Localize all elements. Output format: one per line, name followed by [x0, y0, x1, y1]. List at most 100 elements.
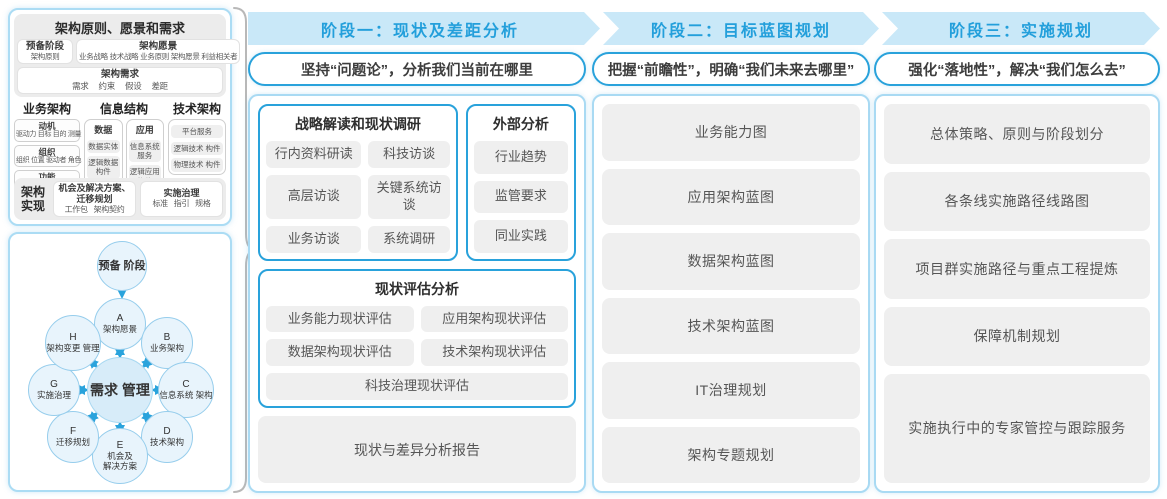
external-item: 同业实践: [473, 220, 568, 253]
deliverable-item: IT治理规划: [602, 362, 860, 419]
node-label: 架构愿景: [102, 323, 137, 334]
subtitle-text: 把握“前瞻性”，明确“我们未来去哪里”: [607, 62, 855, 79]
node-letter: C: [182, 379, 190, 391]
motivation-box: 动机 驱动力 目标 目的 测量: [14, 118, 82, 142]
business-architecture-column: 业务架构 动机 驱动力 目标 目的 测量 组织 组织 位置 驱动者 角色 功能 …: [14, 100, 82, 194]
box-title: 架构愿景: [139, 41, 178, 52]
phase-1-container: 战略解读和现状调研 行内资料研读 科技访谈 高层访谈 关键系统访谈 业务访谈 系…: [248, 94, 586, 493]
node-letter: B: [163, 332, 171, 344]
data-item: 逻辑数据 构件: [87, 155, 120, 179]
phase-1-header-band: 阶段一：现状及差距分析: [248, 12, 600, 45]
assessment-item: 科技治理现状评估: [266, 373, 568, 401]
architecture-content-panel: 架构原则、愿景和需求 预备阶段 架构原则 架构愿景 业务战略 技术战略 业务原则…: [8, 8, 241, 226]
technology-item: 平台服务: [171, 124, 223, 139]
survey-item: 行内资料研读: [266, 141, 362, 168]
node-label: 业务架构: [149, 342, 184, 353]
external-analysis-group: 外部分析 行业趋势 监管要求 同业实践: [465, 104, 576, 261]
node-label: 技术架构: [149, 436, 184, 447]
survey-item: 高层访谈: [266, 174, 362, 219]
group-title: 战略解读和现状调研: [294, 116, 421, 132]
survey-item: 业务访谈: [266, 225, 362, 253]
survey-item: 科技访谈: [368, 141, 450, 168]
survey-item: 系统调研: [368, 225, 450, 253]
cycle-node-a-vision: A 架构愿景: [94, 298, 146, 350]
box-title: 功能: [16, 172, 78, 182]
deliverable-item: 各条线实施路径线路图: [884, 171, 1150, 231]
external-item: 行业趋势: [473, 141, 568, 174]
phase-3-subtitle: 强化“落地性”，解决“我们怎么去”: [874, 52, 1160, 86]
group-title: 外部分析: [492, 116, 549, 132]
architecture-vision-box: 架构愿景 业务战略 技术战略 业务原则 架构愿景 利益相关者: [76, 39, 241, 65]
phase-2-header-band: 阶段二：目标蓝图规划: [603, 12, 879, 45]
subtitle-text: 强化“落地性”，解决“我们怎么去”: [908, 62, 1126, 79]
assessment-group: 现状评估分析 业务能力现状评估 应用架构现状评估 数据架构现状评估 技术架构现状…: [258, 268, 576, 409]
node-label: 架构变更 管理: [46, 342, 100, 353]
box-sub: 驱动力 目标 目的 测量: [16, 130, 82, 138]
external-item: 监管要求: [473, 180, 568, 214]
node-label: 实施治理: [36, 389, 71, 400]
opportunities-migration-box: 机会及解决方案、迁移规划 工作包 架构契约: [53, 181, 136, 217]
strategy-survey-group: 战略解读和现状调研 行内资料研读 科技访谈 高层访谈 关键系统访谈 业务访谈 系…: [258, 104, 458, 261]
node-letter: E: [116, 440, 124, 452]
phase-3-header-band: 阶段三：实施规划: [882, 12, 1160, 45]
node-letter: D: [163, 426, 171, 438]
technology-item: 逻辑技术 构件: [171, 141, 223, 155]
deliverable-item: 实施执行中的专家管控与跟踪服务: [884, 374, 1150, 483]
cycle-node-c-information-systems: C 信息系统 架构: [158, 362, 214, 418]
node-letter: A: [116, 313, 124, 325]
node-label: 信息系统 架构: [159, 389, 213, 400]
node-letter: G: [50, 379, 58, 391]
cycle-center-requirements-node: 需求 管理: [87, 357, 153, 423]
node-label: 需求 管理: [90, 381, 150, 398]
subtitle-text: 坚持“问题论”，分析我们当前在哪里: [301, 62, 533, 79]
node-label: 预备 阶段: [98, 259, 146, 272]
column-title: 信息结构: [99, 101, 148, 116]
box-sub: 架构原则: [30, 52, 60, 62]
deliverable-item: 技术架构蓝图: [602, 297, 860, 354]
node-label: 迁移规划: [55, 436, 90, 447]
phase-2-subtitle: 把握“前瞻性”，明确“我们未来去哪里”: [592, 52, 870, 86]
node-letter: H: [69, 332, 77, 344]
deliverable-item: 架构专题规划: [602, 426, 860, 483]
information-structure-column: 信息结构 数据 数据实体 逻辑数据 构件 物理数据 构件 应用 信息系统 服务 …: [84, 100, 164, 217]
box-title: 动机: [38, 120, 56, 131]
deliverable-item: 应用架构蓝图: [602, 168, 860, 225]
cycle-node-e-opportunities: E 机会及 解决方案: [92, 428, 148, 484]
deliverable-item: 业务能力图: [602, 104, 860, 161]
box-sub: 业务战略 技术战略 业务原则 架构愿景 利益相关者: [79, 52, 238, 62]
box-title: 预备阶段: [25, 41, 64, 52]
vision-requirements-section: 架构原则、愿景和需求 预备阶段 架构原则 架构愿景 业务战略 技术战略 业务原则…: [14, 14, 241, 97]
architecture-realization-section: 架构 实现 机会及解决方案、迁移规划 工作包 架构契约 实施治理 标准 指引 规…: [14, 178, 226, 220]
node-label: 机会及 解决方案: [102, 450, 137, 471]
prep-phase-box: 预备阶段 架构原则: [17, 39, 73, 65]
box-title: 实施治理: [163, 188, 200, 199]
assessment-item: 业务能力现状评估: [266, 305, 414, 333]
gap-analysis-report-box: 现状与差异分析报告: [258, 416, 576, 483]
realization-label: 架构 实现: [20, 184, 45, 213]
box-title: 机会及解决方案、迁移规划: [58, 183, 131, 204]
panel-title: 架构原则、愿景和需求: [54, 21, 185, 36]
column-title: 技术架构: [172, 101, 221, 116]
phase-header-text: 阶段二：目标蓝图规划: [650, 22, 831, 40]
architecture-requirements-box: 架构需求 需求 约束 假设 差距: [17, 67, 223, 94]
deliverable-item: 总体策略、原则与阶段划分: [884, 104, 1150, 164]
cycle-node-h-change-management: H 架构变更 管理: [45, 315, 101, 371]
technology-subcolumn: 平台服务 逻辑技术 构件 物理技术 构件: [168, 118, 226, 176]
phase-header-text: 阶段三：实施规划: [948, 22, 1093, 40]
deliverable-item: 数据架构蓝图: [602, 233, 860, 290]
phase-header-text: 阶段一：现状及差距分析: [320, 22, 519, 40]
phase-1-subtitle: 坚持“问题论”，分析我们当前在哪里: [248, 52, 586, 86]
implementation-governance-box: 实施治理 标准 指引 规格: [140, 181, 223, 217]
adm-cycle-panel: 预备 阶段 需求 管理 A 架构愿景 B 业务架构 C 信息系统 架构 D 技术…: [8, 232, 232, 492]
cycle-node-f-migration: F 迁移规划: [47, 411, 99, 463]
box-sub: 工作包 架构契约: [64, 204, 125, 214]
organization-box: 组织 组织 位置 驱动者 角色: [14, 144, 82, 168]
cycle-node-d-technology: D 技术架构: [141, 411, 193, 463]
group-title: 现状评估分析: [375, 280, 459, 297]
column-title: 业务架构: [22, 101, 71, 116]
box-title: 组织: [38, 146, 56, 157]
cycle-prep-node: 预备 阶段: [97, 241, 147, 291]
node-letter: F: [69, 426, 77, 438]
deliverable-item: 项目群实施路径与重点工程提炼: [884, 239, 1150, 299]
